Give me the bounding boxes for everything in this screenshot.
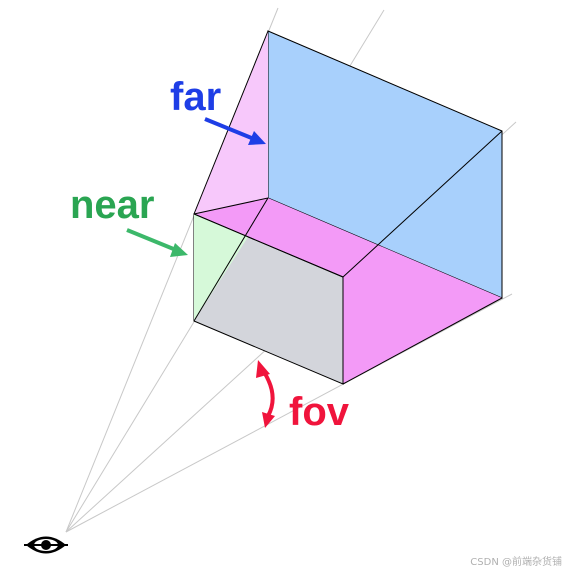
edge-inner-corner [193,197,269,322]
edge-diagonal [342,130,503,278]
fov-arrow [256,360,275,428]
edge-inner-top [193,197,269,215]
watermark: CSDN @前端杂货铺 [470,557,562,568]
edge-top-left [193,30,269,215]
far-label: far [170,75,221,119]
frustum-bottom-face [194,198,502,384]
near-side-face [194,214,248,321]
fov-label: fov [289,390,350,434]
guide-line-bottom-right [65,293,513,533]
near-arrow [126,228,188,257]
edge-near-top [193,213,344,278]
far-arrow [204,117,266,145]
eye-icon [24,536,68,554]
frustum-edges [193,30,503,385]
edge-bottom [342,297,503,385]
near-label: near [70,183,155,227]
